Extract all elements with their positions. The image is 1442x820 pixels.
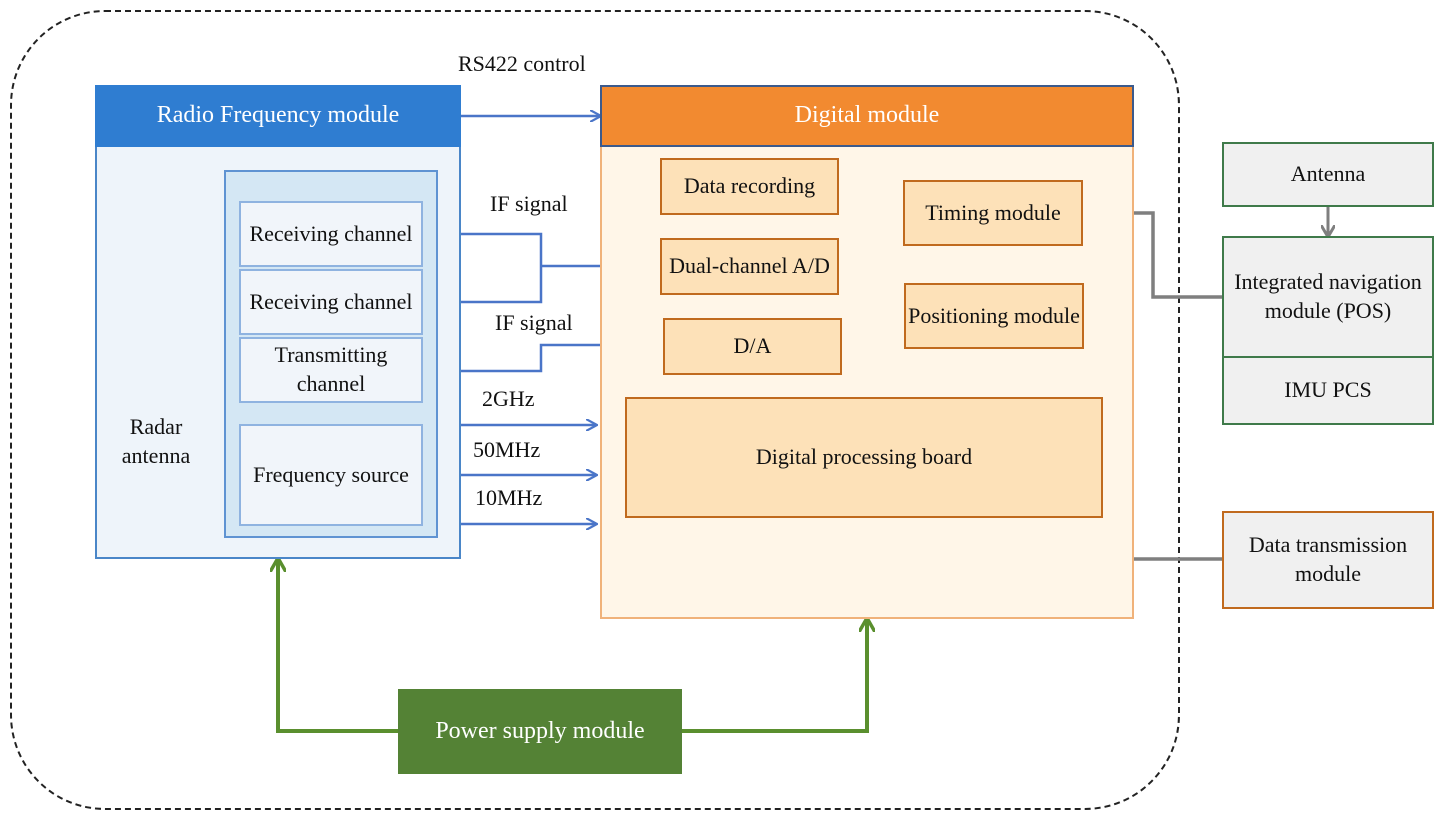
- timing-module-block: Timing module: [903, 180, 1083, 246]
- data-recording-block: Data recording: [660, 158, 839, 215]
- if-signal-in-label: IF signal: [490, 191, 568, 216]
- if-signal-out-label: IF signal: [495, 310, 573, 335]
- system-boundary: [10, 10, 1180, 810]
- radar-antenna-label: Radar antenna: [121, 414, 191, 468]
- clk-2ghz-label: 2GHz: [482, 386, 535, 411]
- if-in-path-1: [423, 232, 543, 266]
- transmitting-channel: Transmitting channel: [239, 337, 423, 403]
- receiving-channel-2: Receiving channel: [239, 269, 423, 335]
- power-supply-module: Power supply module: [398, 689, 682, 774]
- integrated-navigation-block: Integrated navigation module (POS): [1222, 236, 1434, 358]
- digital-processing-board: Digital processing board: [625, 397, 1103, 518]
- receiving-channel-1: Receiving channel: [239, 201, 423, 267]
- antenna-block: Antenna: [1222, 142, 1434, 207]
- data-transmission-block: Data transmission module: [1222, 511, 1434, 609]
- digital-module-title: Digital module: [600, 85, 1134, 147]
- frequency-source: Frequency source: [239, 424, 423, 526]
- power-to-digital-arrow: [682, 619, 867, 733]
- positioning-module-block: Positioning module: [904, 283, 1084, 349]
- dual-channel-ad-block: Dual-channel A/D: [660, 238, 839, 295]
- rf-module-title: Radio Frequency module: [95, 85, 461, 147]
- clk-10mhz-label: 10MHz: [475, 485, 543, 510]
- da-block: D/A: [663, 318, 842, 375]
- imu-pcs-block: IMU PCS: [1222, 356, 1434, 425]
- rs422-label: RS422 control: [458, 51, 586, 76]
- power-to-rf-arrow: [278, 559, 398, 733]
- clk-50mhz-label: 50MHz: [473, 437, 541, 462]
- if-in-path-2: [423, 266, 543, 304]
